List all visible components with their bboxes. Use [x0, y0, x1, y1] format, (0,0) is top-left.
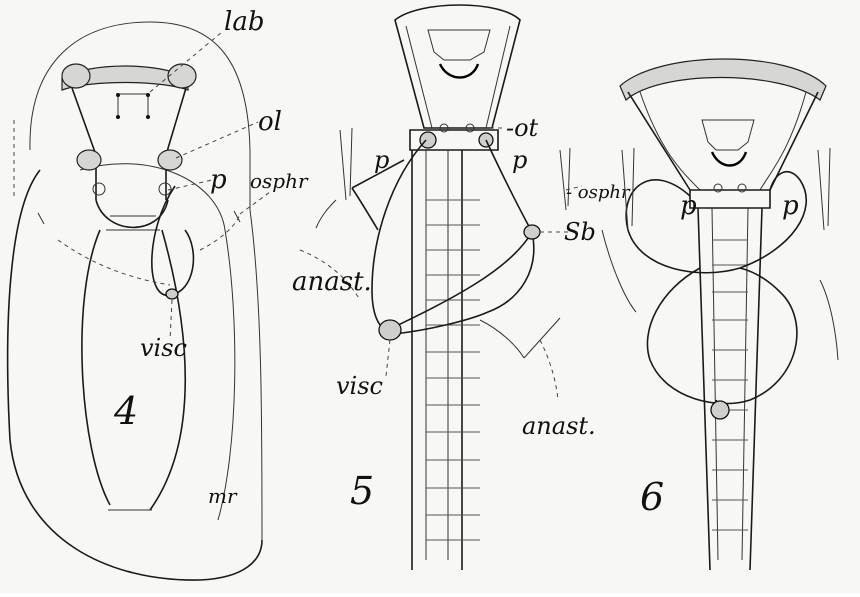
fig6-label-p-left: p — [680, 191, 697, 221]
fig5-label-anast-left: anast. — [292, 267, 372, 297]
fig6-label-p-right: p — [782, 191, 799, 221]
fig4-visceral-ganglion — [166, 289, 178, 299]
fig5-visceral-ganglion — [379, 320, 401, 340]
fig5-label-anast-right: anast. — [522, 412, 596, 440]
fig4-body-outline — [8, 170, 262, 580]
fig4-number: 4 — [113, 389, 138, 433]
fig5-number: 5 — [350, 469, 374, 513]
fig6-visceral-loop-upper — [626, 172, 806, 273]
fig5-label-osphr: - osphr — [566, 182, 631, 203]
fig5-visceral-loop-4 — [394, 232, 534, 334]
fig4-leader-osphr — [240, 192, 270, 214]
fig4-osphradium-left — [38, 213, 44, 224]
fig4-pleural-ganglion-left — [77, 150, 101, 170]
figure-6: p p 6 — [602, 59, 838, 570]
fig5-radula — [440, 64, 478, 78]
fig4-body-outline-right — [250, 210, 262, 540]
fig5-label-visc: visc — [336, 372, 383, 400]
fig5-leader-visc — [386, 340, 390, 376]
fig6-mantle-left — [602, 230, 636, 312]
fig4-labial-dot-3 — [116, 115, 120, 119]
fig6-mantle-right — [820, 280, 838, 360]
fig6-pedal-cord-left-inner — [712, 208, 718, 560]
fig5-label-ot: -ot — [506, 114, 539, 142]
fig4-labial-ganglion-right — [168, 64, 196, 88]
figure-4: lab ol p osphr visc mr 4 — [8, 7, 309, 580]
fig4-labial-ganglion-left — [62, 64, 90, 88]
fig4-labial-nerves — [118, 94, 148, 115]
fig6-buccal-funnel — [628, 92, 818, 190]
fig5-buccal-funnel — [395, 5, 520, 128]
fig5-label-p-left: p — [374, 146, 389, 174]
fig4-pedal-cord-right — [150, 230, 185, 510]
fig4-label-p: p — [210, 165, 227, 195]
fig4-statocyst-left — [93, 183, 105, 195]
fig6-visceral-ganglion — [711, 401, 729, 419]
fig5-subesophageal-ganglion — [524, 225, 540, 239]
fig6-visceral-loop-lower — [647, 268, 796, 404]
fig4-labial-dot-2 — [146, 93, 150, 97]
fig5-label-p-right: p — [512, 146, 527, 174]
fig4-leader-ol — [176, 122, 258, 158]
fig6-number: 6 — [640, 475, 664, 519]
fig6-buccal-top — [620, 59, 826, 100]
fig4-connective-left — [72, 88, 96, 200]
fig6-commissures — [712, 240, 748, 530]
fig4-dashed-1 — [200, 214, 240, 250]
fig6-buccal-inner-left — [640, 92, 700, 190]
fig5-anastomosis-right — [480, 318, 560, 358]
fig6-mouth-outline — [702, 120, 754, 150]
fig6-osphradium-right — [818, 148, 830, 230]
fig4-labial-dot-4 — [146, 115, 150, 119]
fig5-label-sb: Sb — [564, 218, 596, 246]
fig6-pedal-cord-right-inner — [742, 208, 748, 560]
fig4-label-mr: mr — [208, 484, 238, 508]
fig6-buccal-inner-right — [760, 92, 806, 190]
fig4-visceral-loop — [152, 186, 194, 295]
fig4-label-ol: ol — [258, 107, 282, 137]
fig4-leader-p — [168, 180, 212, 190]
fig5-mouth-outline — [428, 30, 490, 60]
fig6-radula — [712, 152, 746, 166]
fig6-pedal-cord-left — [698, 208, 710, 570]
fig4-label-osphr: osphr — [250, 169, 309, 193]
fig4-statocyst-right — [159, 183, 171, 195]
fig4-labial-dot-1 — [116, 93, 120, 97]
fig6-pedal-cord-right — [750, 208, 762, 570]
fig4-label-lab: lab — [224, 7, 264, 37]
fig4-pedal-cord-left — [82, 230, 110, 505]
fig5-cerebral-ganglion-left — [420, 132, 436, 148]
fig5-mantle-edge-left — [316, 200, 336, 228]
figure-5: p -ot p - osphr Sb anast. visc anast. 5 — [292, 5, 631, 570]
fig5-leader-anast-right — [540, 340, 558, 400]
fig5-commissures — [426, 200, 480, 540]
fig4-osphradium-right — [234, 211, 240, 222]
fig6-cerebral-band — [690, 190, 770, 208]
fig5-osphradium-left — [340, 128, 352, 200]
fig4-connective-right — [166, 88, 186, 200]
fig4-pleural-ganglion-right — [158, 150, 182, 170]
fig4-label-visc: visc — [140, 334, 187, 362]
